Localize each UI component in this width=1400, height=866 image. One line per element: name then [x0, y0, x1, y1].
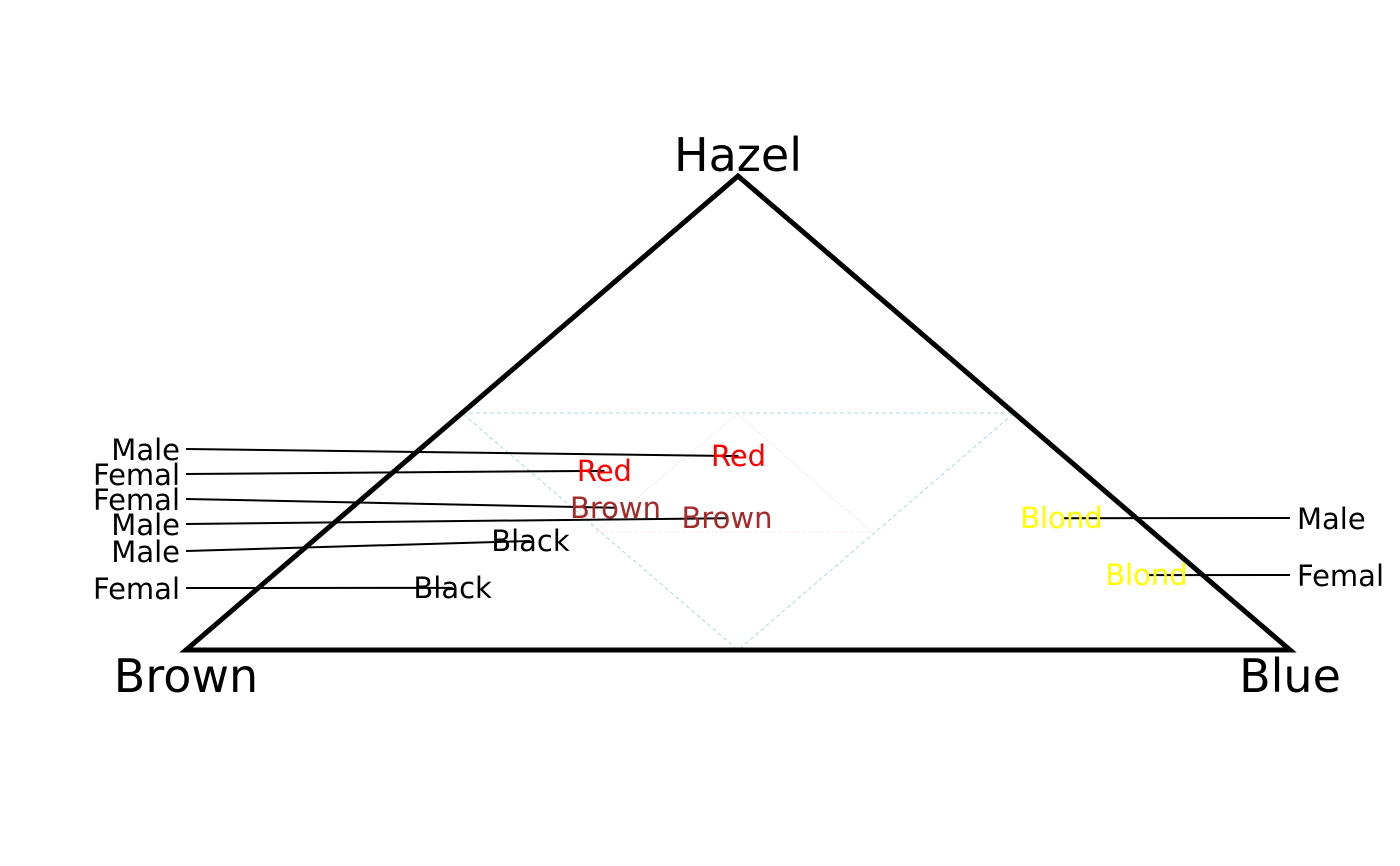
leader-line	[185, 448, 739, 458]
point-label: Red	[577, 454, 632, 488]
axis-label-top: Hazel	[674, 128, 802, 182]
group-label: Male	[111, 508, 180, 542]
point-label: Black	[491, 524, 570, 558]
group-label: Femal	[93, 572, 180, 606]
axis-label-bottom-right: Blue	[1239, 649, 1341, 703]
grid	[461, 412, 1016, 651]
group-label: Femal	[93, 458, 180, 492]
leader-line	[185, 469, 605, 475]
point-label: Black	[413, 571, 492, 605]
group-label: Femal	[1297, 559, 1384, 593]
group-label: Male	[111, 535, 180, 569]
point-label: Blond	[1020, 501, 1102, 535]
axis-label-bottom-left: Brown	[114, 649, 258, 703]
leader-line	[185, 539, 531, 552]
point-label: Blond	[1105, 558, 1187, 592]
leader-line	[185, 517, 727, 525]
grid-line-inner	[594, 413, 873, 533]
point-label: Brown	[681, 501, 772, 535]
grid-line-outer	[461, 412, 1016, 651]
triangle-frame	[179, 172, 1297, 653]
point-label: Red	[711, 439, 766, 473]
group-label: Male	[111, 433, 180, 467]
group-label: Femal	[93, 483, 180, 517]
leader-line	[185, 498, 616, 509]
group-label: Male	[1297, 502, 1366, 536]
